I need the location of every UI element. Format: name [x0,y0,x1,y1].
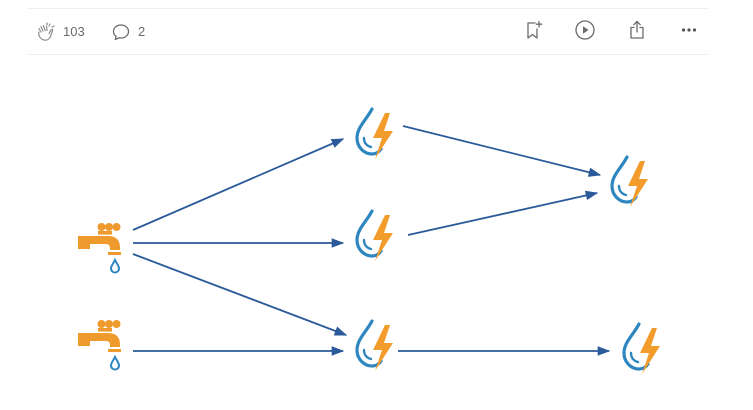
share-icon [626,19,648,46]
more-button[interactable] [677,20,701,44]
more-icon [678,19,700,46]
comment-icon [110,21,132,43]
bookmark-add-icon [522,19,544,46]
water-energy-icon [610,155,650,209]
responses-count: 2 [138,24,146,39]
responses-button[interactable]: 2 [110,9,145,54]
arrow-node1-to-node4 [402,125,602,177]
bookmark-button[interactable] [521,20,545,44]
clap-icon [35,21,57,43]
clap-button[interactable]: 103 [35,9,85,54]
water-energy-icon [355,107,395,161]
share-button[interactable] [625,20,649,44]
arrow-node2-to-node4 [407,190,599,236]
diagram-arrows [132,125,611,356]
water-tap-icon [77,222,122,274]
water-tap-icon [77,319,122,371]
clap-count: 103 [63,24,85,39]
listen-button[interactable] [573,19,597,46]
water-energy-icon [622,322,662,376]
arrow-tap1-to-node1 [132,138,345,231]
play-icon [574,19,596,46]
water-energy-icon [355,209,395,263]
arrow-tap1-to-node3 [132,253,348,336]
water-energy-icon [355,319,395,373]
article-action-bar: 103 2 [27,8,709,55]
